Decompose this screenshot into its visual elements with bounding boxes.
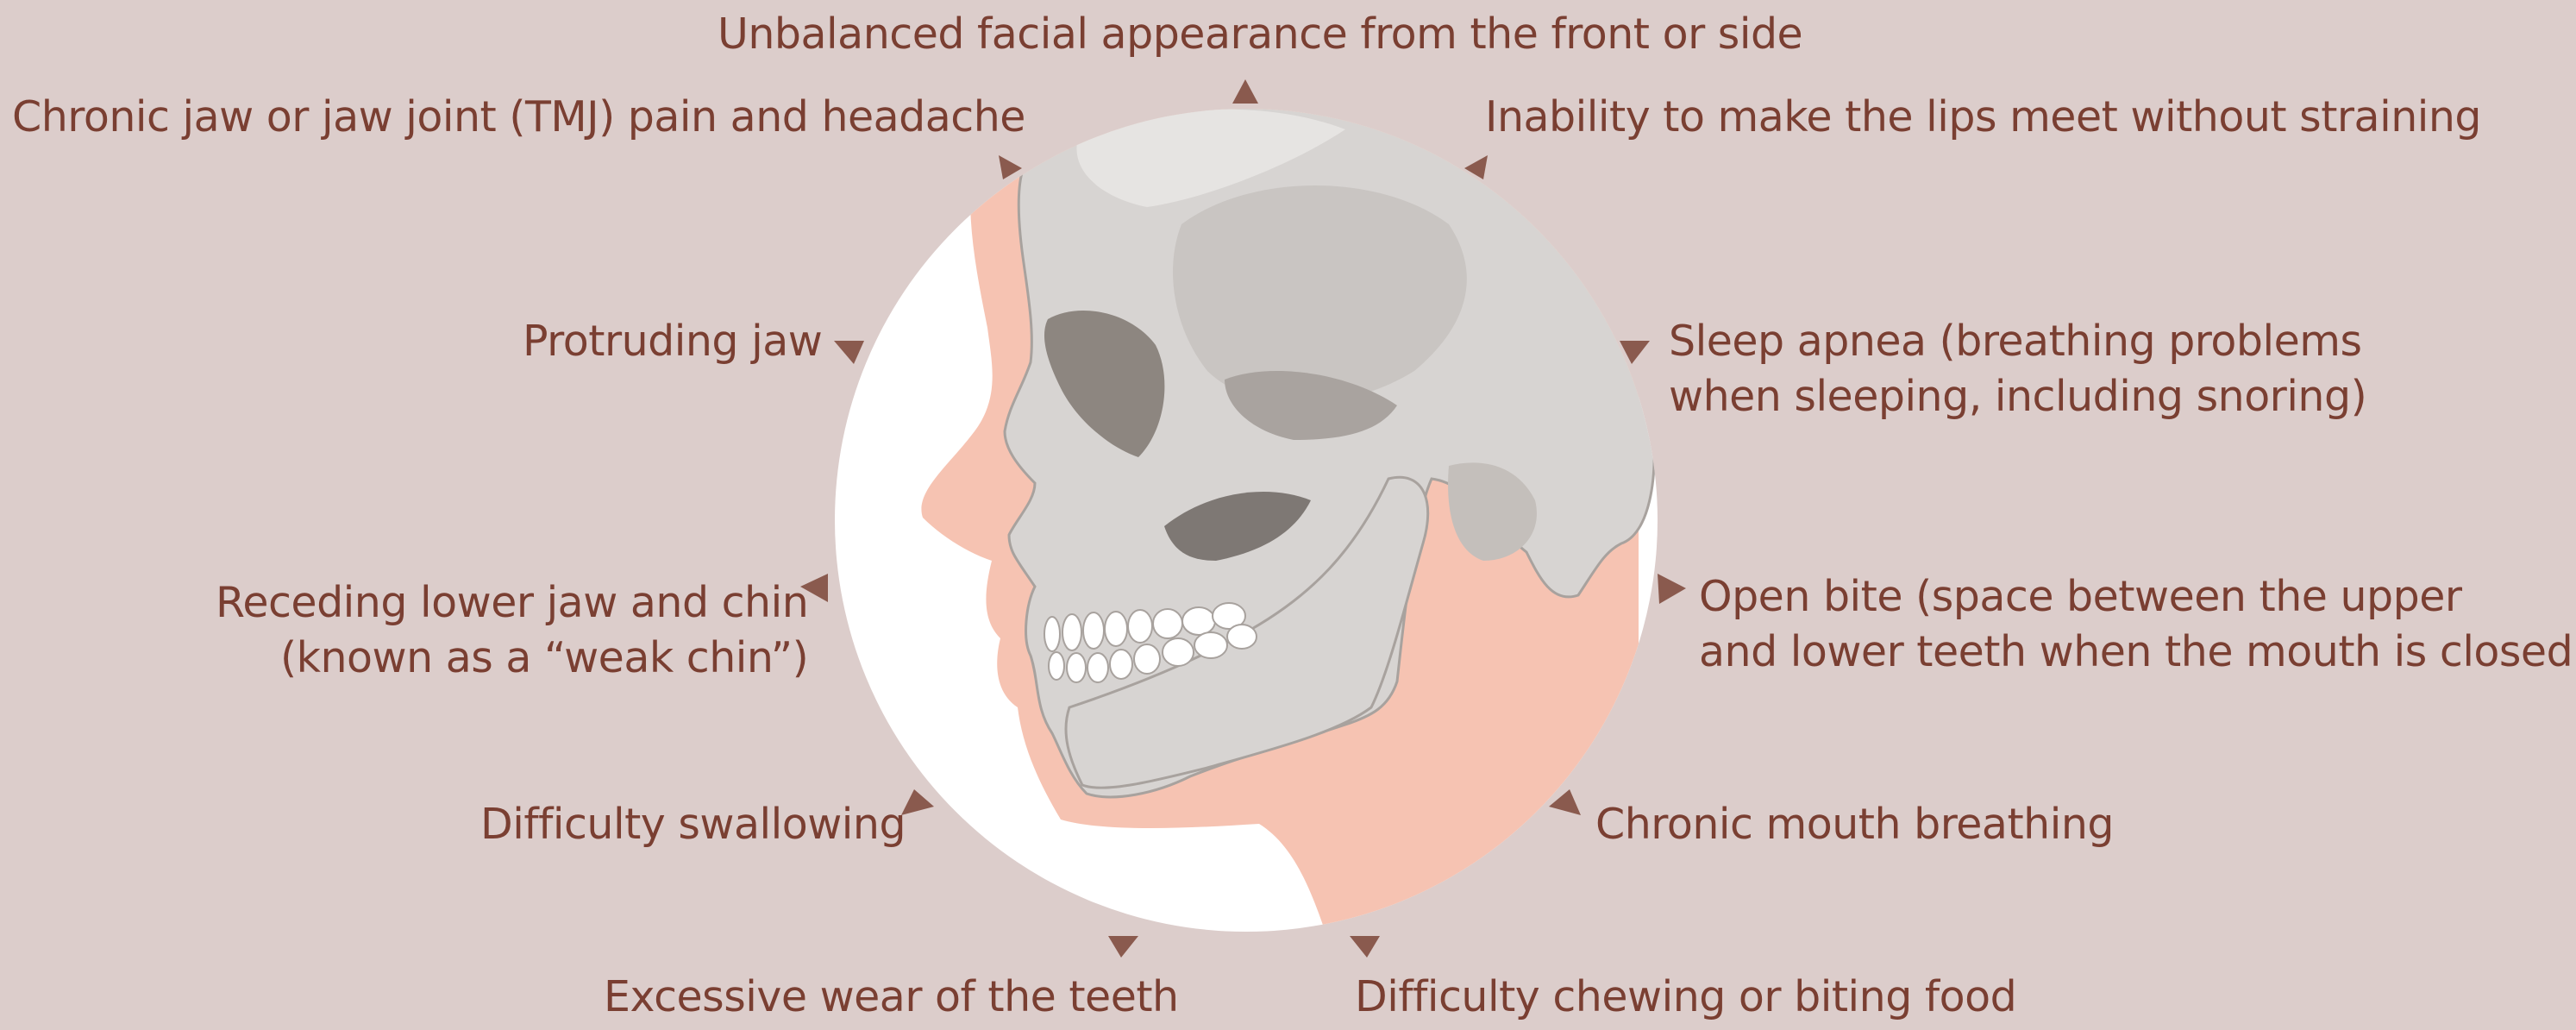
label-tmj-pain: Chronic jaw or jaw joint (TMJ) pain and … (12, 90, 1025, 145)
label-lips-straining: Inability to make the lips meet without … (1485, 90, 2481, 145)
label-protruding-jaw: Protruding jaw (523, 314, 822, 369)
label-open-bite: Open bite (space between the upper and l… (1699, 569, 2576, 680)
label-sleep-apnea-line2: when sleeping, including snoring) (1669, 369, 2366, 424)
label-sleep-apnea: Sleep apnea (breathing problems when sle… (1669, 314, 2366, 424)
label-open-bite-line1: Open bite (space between the upper (1699, 569, 2576, 625)
label-open-bite-line2: and lower teeth when the mouth is closed… (1699, 625, 2576, 680)
label-receding-jaw-line2: (known as a “weak chin”) (216, 631, 808, 686)
label-receding-jaw-line1: Receding lower jaw and chin (216, 575, 808, 631)
label-sleep-apnea-line1: Sleep apnea (breathing problems (1669, 314, 2366, 369)
label-unbalanced-appearance: Unbalanced facial appearance from the fr… (718, 7, 1802, 62)
label-receding-jaw: Receding lower jaw and chin (known as a … (216, 575, 808, 686)
label-mouth-breathing: Chronic mouth breathing (1595, 797, 2114, 852)
label-difficulty-swallowing: Difficulty swallowing (480, 797, 906, 852)
label-difficulty-chewing: Difficulty chewing or biting food (1355, 970, 2016, 1025)
label-excessive-wear: Excessive wear of the teeth (604, 970, 1179, 1025)
